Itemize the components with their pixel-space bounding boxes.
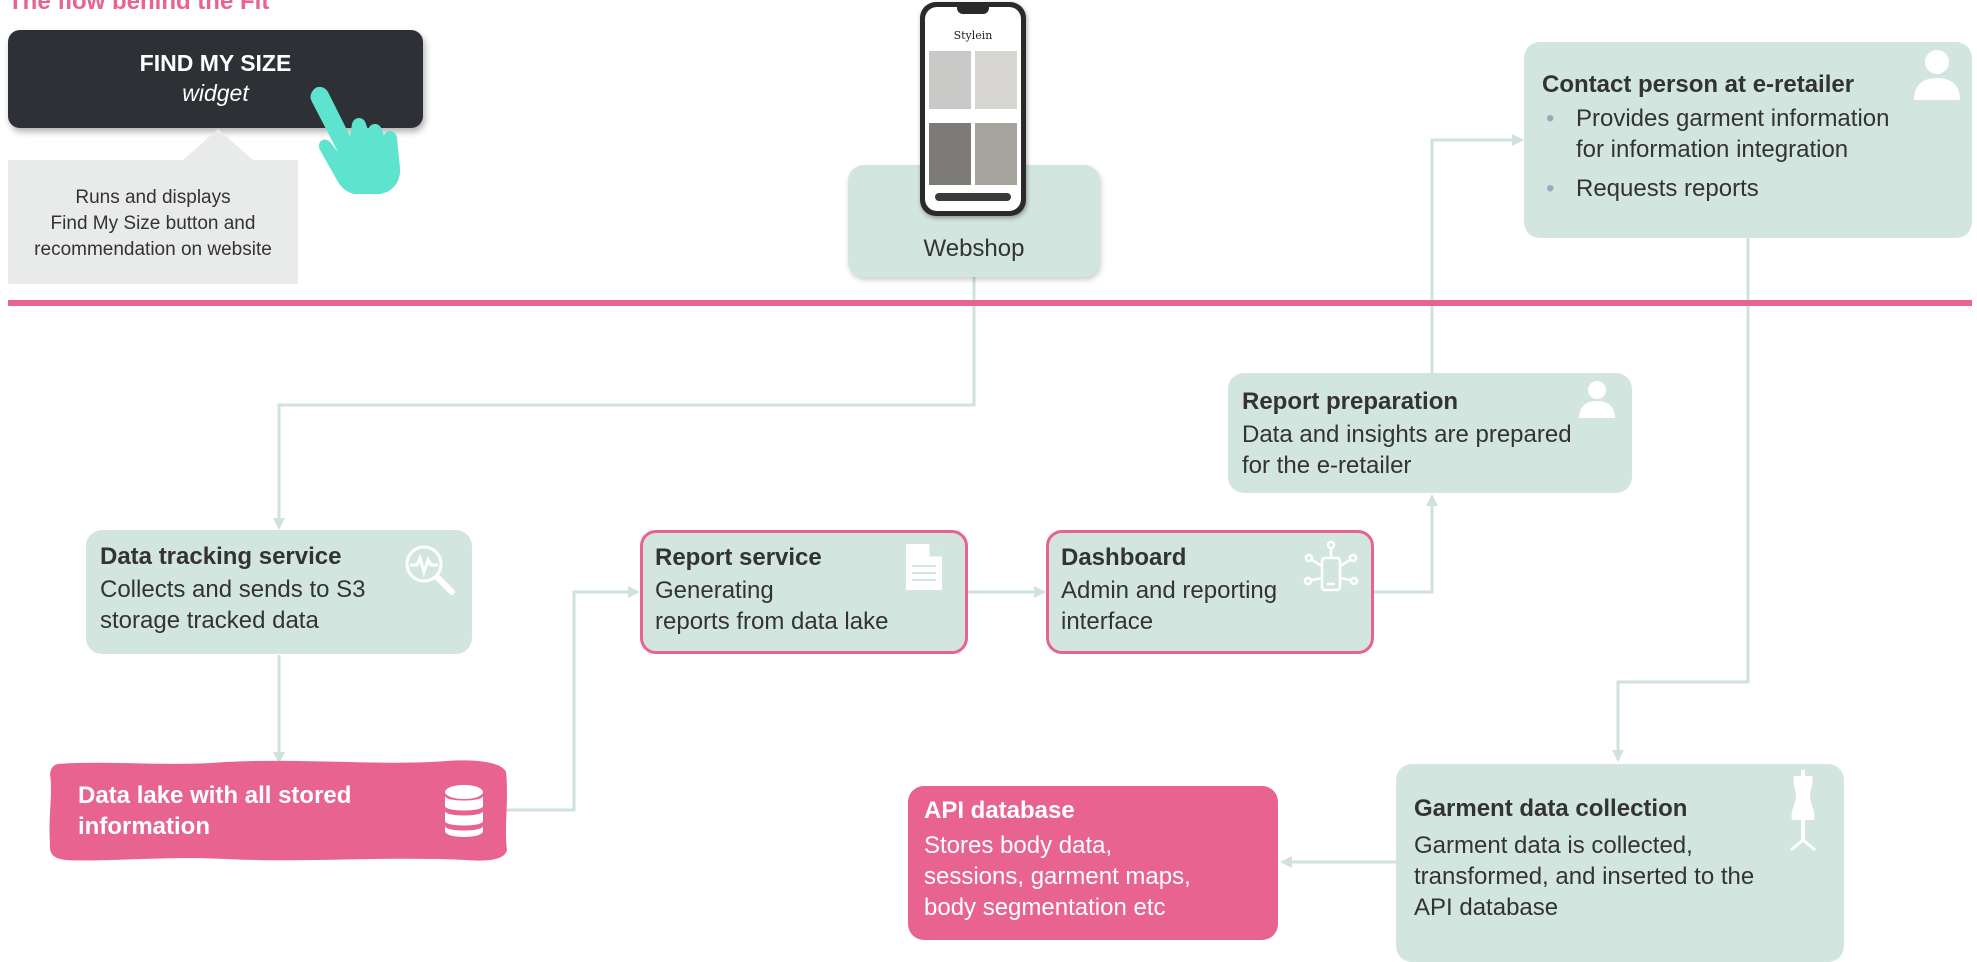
desc-line: API database [1414,894,1559,921]
bullet-dot: • [1546,105,1555,132]
phone-screen: Stylein [925,7,1021,211]
desc-line: Data and insights are prepared [1242,421,1572,448]
data-tracking-service-node: Data tracking service Collects and sends… [86,530,472,654]
find-my-size-widget[interactable]: FIND MY SIZE widget [8,30,423,128]
node-description: Collects and sends to S3 storage tracked… [100,574,458,636]
node-description: Stores body data, sessions, garment maps… [924,830,1264,923]
phone-notch [957,7,989,14]
bullet-item: • Requests reports [1542,173,1958,204]
data-lake-node: Data lake with all stored information [78,780,438,842]
bullet-dot: • [1546,175,1555,202]
product-image [975,123,1017,185]
report-preparation-node: Report preparation Data and insights are… [1228,373,1632,493]
node-title: Report preparation [1242,388,1459,415]
dress-form-icon [1790,770,1816,852]
phone-bottom-bar [935,193,1011,201]
desc-line: interface [1061,608,1154,635]
product-image [929,123,971,185]
desc-line: reports from data lake [655,608,889,635]
node-description: Generating reports from data lake [655,575,951,637]
callout-line: Find My Size button and [50,213,256,234]
desc-line: Stores body data, [924,832,1113,859]
desc-line: Generating [655,577,774,604]
mobile-network-icon [1303,540,1359,592]
node-description: Admin and reporting interface [1061,575,1357,637]
node-title: Garment data collection [1414,795,1688,822]
desc-line: Collects and sends to S3 [100,576,366,603]
node-title: Dashboard [1061,544,1187,571]
desc-line: for the e-retailer [1242,452,1412,479]
desc-line: body segmentation etc [924,894,1166,921]
report-service-node: Report service Generating reports from d… [640,530,968,654]
connector-reportprep-to-contact [1430,134,1524,373]
connector-datalake-to-reportservice [504,586,640,812]
widget-callout: Runs and displays Find My Size button an… [8,160,298,284]
product-image [929,51,971,109]
node-title: API database [924,797,1075,824]
api-database-node: API database Stores body data, sessions,… [908,786,1278,940]
desc-line: sessions, garment maps, [924,863,1191,890]
callout-line: Runs and displays [75,187,231,208]
connector-contact-to-garment [1612,238,1750,762]
bullet-item: • Provides garment information [1542,103,1958,134]
person-icon [1579,381,1615,418]
bullet-text: Provides garment information [1576,105,1890,132]
widget-subtitle: widget [182,80,249,106]
connector-dashboard-to-reportprep [1373,494,1438,594]
section-divider [8,300,1972,306]
desc-line: Admin and reporting [1061,577,1278,604]
node-title: Data tracking service [100,543,342,570]
data-lake-title-line: information [78,813,210,840]
pointing-hand-icon [310,86,401,195]
bullet-text: Requests reports [1576,175,1759,202]
callout-line: recommendation on website [34,239,272,260]
callout-tail [182,129,254,161]
node-description: Data and insights are prepared for the e… [1242,419,1618,481]
webshop-label: Webshop [923,235,1025,262]
widget-title: FIND MY SIZE [139,50,292,76]
phone-brand: Stylein [953,29,993,42]
node-description: Garment data is collected, transformed, … [1414,830,1830,923]
node-title: Contact person at e-retailer [1542,71,1855,98]
contact-person-node: Contact person at e-retailer • Provides g… [1524,42,1972,238]
database-icon [445,785,483,837]
contact-bullets: • Provides garment information for inform… [1542,103,1958,204]
desc-line: Garment data is collected, [1414,832,1693,859]
dashboard-node: Dashboard Admin and reporting interface [1046,530,1374,654]
person-icon [1914,50,1960,100]
data-lake-blob [49,760,507,861]
node-title: Report service [655,544,822,571]
product-image [975,51,1017,109]
garment-data-collection-node: Garment data collection Garment data is … [1396,764,1844,962]
document-icon [906,544,942,590]
analytics-magnifier-icon [405,545,455,595]
bullet-text: for information integration [1576,136,1849,163]
desc-line: storage tracked data [100,607,319,634]
connector-webshop-to-tracking [273,277,976,530]
desc-line: transformed, and inserted to the [1414,863,1755,890]
bullet-item: for information integration [1542,134,1958,165]
phone-mockup: Stylein [920,2,1026,216]
data-lake-title-line: Data lake with all stored [78,782,352,809]
page-title: The flow behind the Fit [8,0,270,15]
